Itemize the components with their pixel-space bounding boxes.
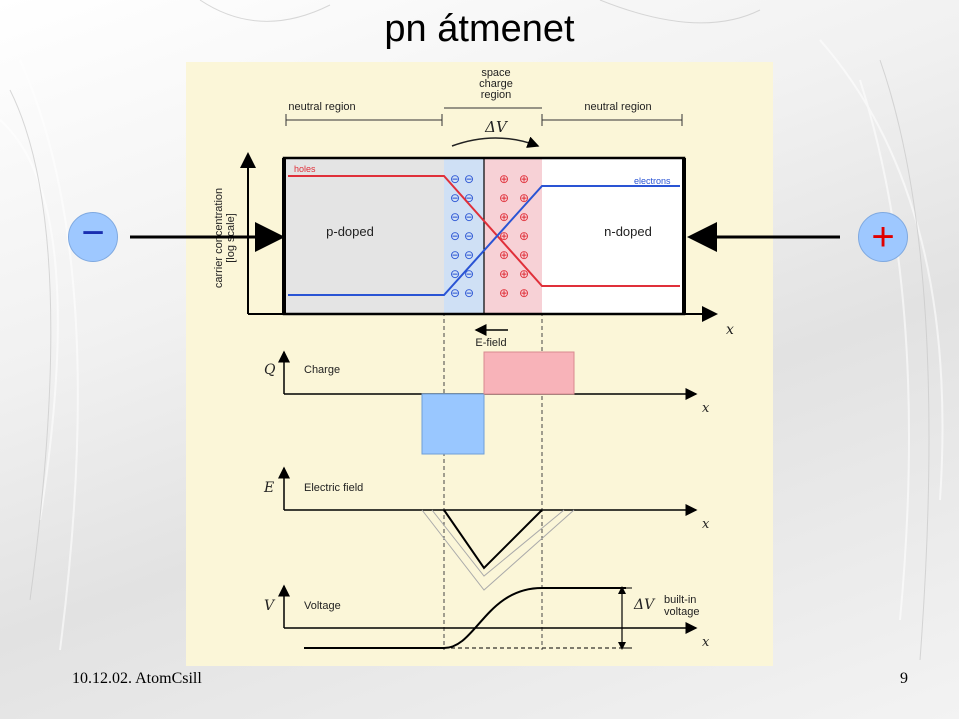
minus-ion: ⊖ <box>450 210 460 224</box>
charge-label: Charge <box>304 364 340 376</box>
footer-date-author: 10.12.02. AtomCsill <box>72 670 202 687</box>
field-x-label: x <box>702 517 710 532</box>
builtin-delta-v: ΔV <box>633 597 656 613</box>
plus-ion: ⊕ <box>519 248 529 262</box>
electrons-label: electrons <box>634 176 671 186</box>
delta-v-arrow <box>451 136 540 148</box>
pn-junction-diagram: neutral region space charge region neutr… <box>186 62 773 666</box>
negative-ions: ⊖ ⊖ ⊖ ⊖ ⊖ ⊖ ⊖ ⊖ ⊖ ⊖ ⊖ ⊖ ⊖ ⊖ <box>450 172 474 300</box>
region-brackets <box>285 107 683 126</box>
charge-symbol: Q <box>264 362 276 378</box>
field-label: Electric field <box>304 482 363 494</box>
plus-ion: ⊕ <box>499 191 509 205</box>
delta-v-label: ΔV <box>484 118 509 136</box>
holes-label: holes <box>294 164 316 174</box>
plus-ion: ⊕ <box>519 210 529 224</box>
builtin-label-2: voltage <box>664 606 699 618</box>
p-doped-label: p-doped <box>326 224 374 239</box>
minus-ion: ⊖ <box>464 229 474 243</box>
x-axis-label: x <box>726 322 734 338</box>
p-region <box>284 158 444 314</box>
holes-curve <box>288 175 680 287</box>
plus-ion: ⊕ <box>519 267 529 281</box>
negative-charge-block <box>421 393 485 455</box>
voltage-x-label: x <box>702 635 710 650</box>
plus-sign: + <box>871 215 895 259</box>
neutral-region-left-label: neutral region <box>288 101 355 113</box>
plus-ion: ⊕ <box>519 172 529 186</box>
minus-ion: ⊖ <box>450 229 460 243</box>
plus-ion: ⊕ <box>519 191 529 205</box>
plus-ion: ⊕ <box>519 286 529 300</box>
field-shadow-outline <box>421 509 575 591</box>
minus-ion: ⊖ <box>464 210 474 224</box>
n-doped-label: n-doped <box>604 224 652 239</box>
positive-charge-block <box>483 351 575 395</box>
minus-ion: ⊖ <box>464 286 474 300</box>
plus-ion: ⊕ <box>499 210 509 224</box>
minus-ion: ⊖ <box>450 286 460 300</box>
slide-title: pn átmenet <box>384 8 575 50</box>
electric-field-profile <box>443 509 543 570</box>
minus-ion: ⊖ <box>464 248 474 262</box>
charge-x-label: x <box>702 401 710 416</box>
plus-ion: ⊕ <box>499 172 509 186</box>
electrons-curve <box>288 185 680 296</box>
page-number: 9 <box>900 670 908 687</box>
efield-label: E-field <box>475 337 506 349</box>
positive-ions: ⊕ ⊕ ⊕ ⊕ ⊕ ⊕ ⊕ ⊕ ⊕ ⊕ ⊕ ⊕ ⊕ ⊕ <box>499 172 529 300</box>
minus-ion: ⊖ <box>450 267 460 281</box>
space-charge-label-3: region <box>481 89 512 101</box>
plus-ion: ⊕ <box>499 229 509 243</box>
positive-terminal: + <box>858 212 908 262</box>
minus-sign: − <box>81 211 105 255</box>
voltage-symbol: V <box>264 598 276 614</box>
neutral-region-right-label: neutral region <box>584 101 651 113</box>
n-region <box>542 158 684 314</box>
space-charge-label-2: charge <box>479 78 513 90</box>
field-symbol: E <box>263 480 274 496</box>
plus-ion: ⊕ <box>499 267 509 281</box>
minus-ion: ⊖ <box>464 172 474 186</box>
plus-ion: ⊕ <box>499 286 509 300</box>
minus-ion: ⊖ <box>450 191 460 205</box>
builtin-label-1: built-in <box>664 594 696 606</box>
minus-ion: ⊖ <box>450 248 460 262</box>
diagram-svg: neutral region space charge region neutr… <box>213 67 734 650</box>
minus-ion: ⊖ <box>450 172 460 186</box>
plus-ion: ⊕ <box>519 229 529 243</box>
depletion-n-side <box>484 158 542 314</box>
voltage-label: Voltage <box>304 600 341 612</box>
negative-terminal: − <box>68 212 118 262</box>
space-charge-label-1: space <box>481 67 510 79</box>
plus-ion: ⊕ <box>499 248 509 262</box>
voltage-profile <box>304 587 626 649</box>
minus-ion: ⊖ <box>464 267 474 281</box>
minus-ion: ⊖ <box>464 191 474 205</box>
